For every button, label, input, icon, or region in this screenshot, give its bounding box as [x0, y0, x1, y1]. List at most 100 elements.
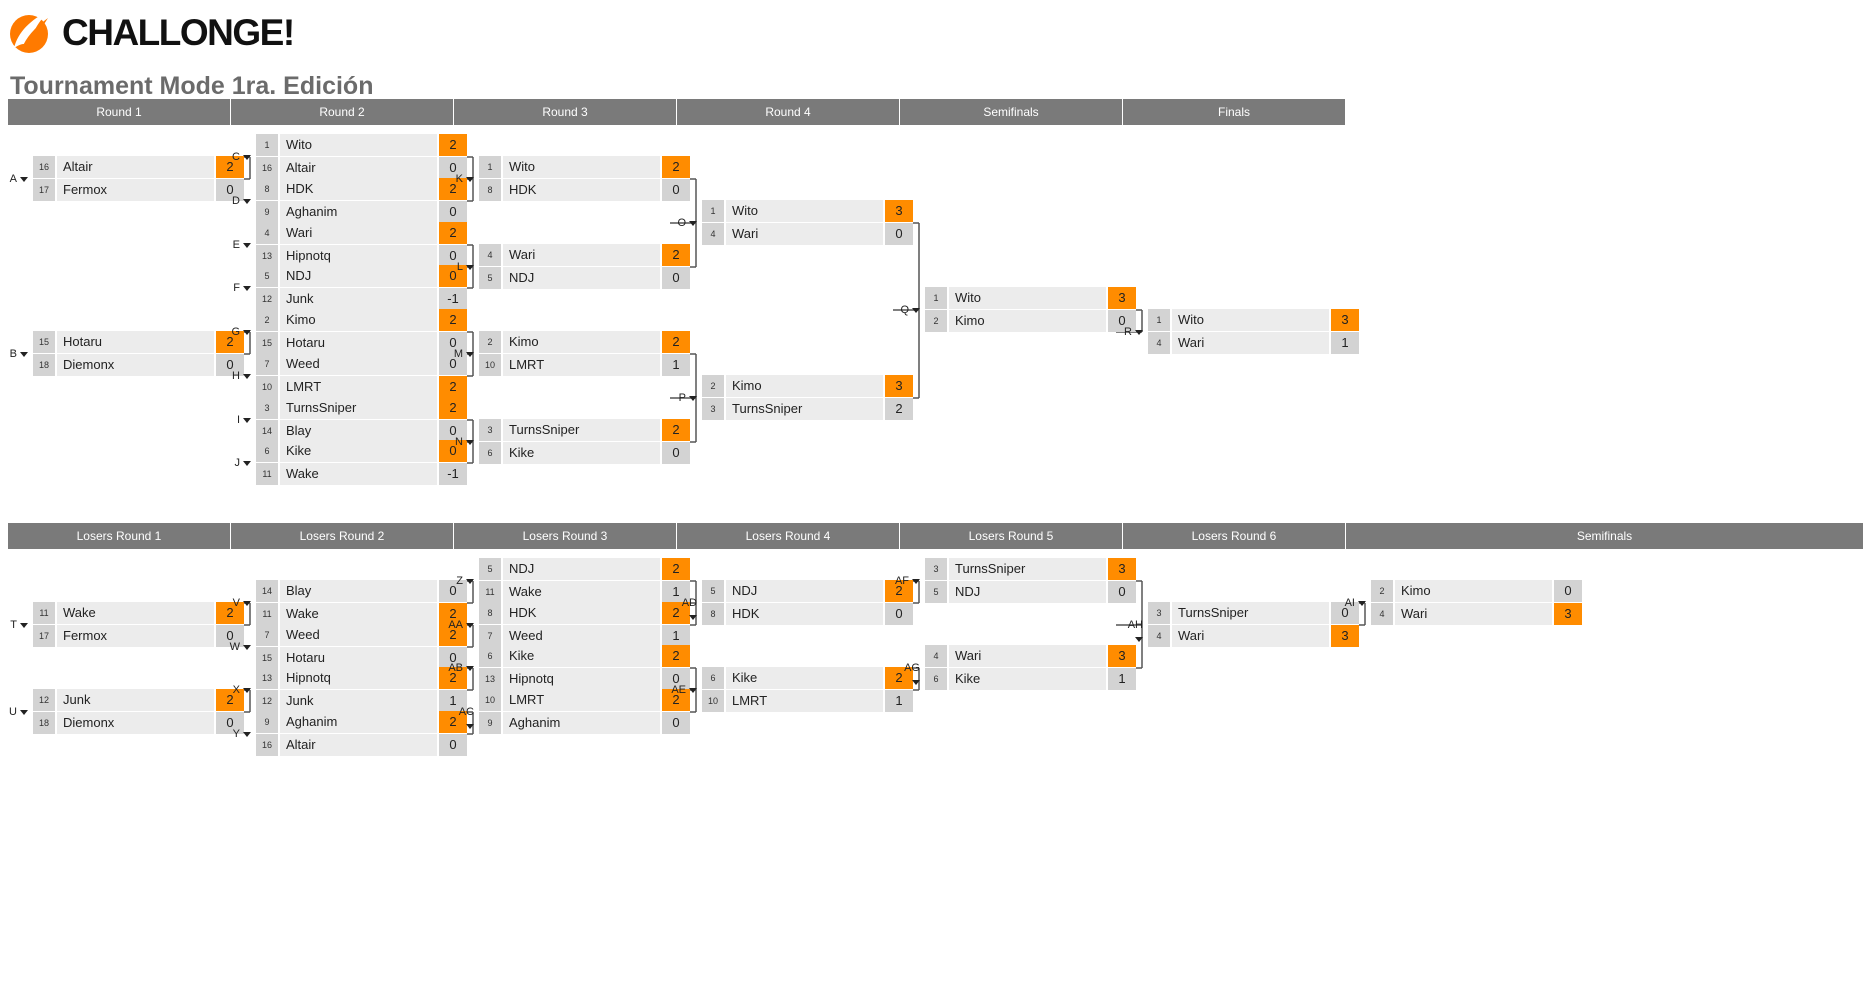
match-label-m[interactable]: M — [448, 347, 474, 361]
match-label-a[interactable]: A — [2, 172, 28, 186]
match-label-z[interactable]: Z — [448, 574, 474, 588]
match-label-aa[interactable]: AA — [448, 618, 474, 632]
match-label-h[interactable]: H — [225, 369, 251, 383]
match-label-u[interactable]: U — [2, 705, 28, 719]
match-label-i[interactable]: I — [225, 413, 251, 427]
match-label-p[interactable]: P — [671, 391, 697, 405]
match-label-n[interactable]: N — [448, 435, 474, 449]
match-label-f[interactable]: F — [225, 281, 251, 295]
match-label-af[interactable]: AF — [894, 574, 920, 588]
match-label-ad[interactable]: AD — [671, 596, 697, 620]
match-label-v[interactable]: V — [225, 596, 251, 610]
match-label-ai[interactable]: AI — [1340, 596, 1366, 610]
match-label-t[interactable]: T — [2, 618, 28, 632]
match-label-e[interactable]: E — [225, 238, 251, 252]
match-label-b[interactable]: B — [2, 347, 28, 361]
match-label-ah[interactable]: AH — [1117, 618, 1143, 642]
match-label-k[interactable]: K — [448, 172, 474, 186]
match-label-q[interactable]: Q — [894, 303, 920, 317]
match-label-g[interactable]: G — [225, 325, 251, 339]
match-label-c[interactable]: C — [225, 150, 251, 164]
match-label-d[interactable]: D — [225, 194, 251, 208]
